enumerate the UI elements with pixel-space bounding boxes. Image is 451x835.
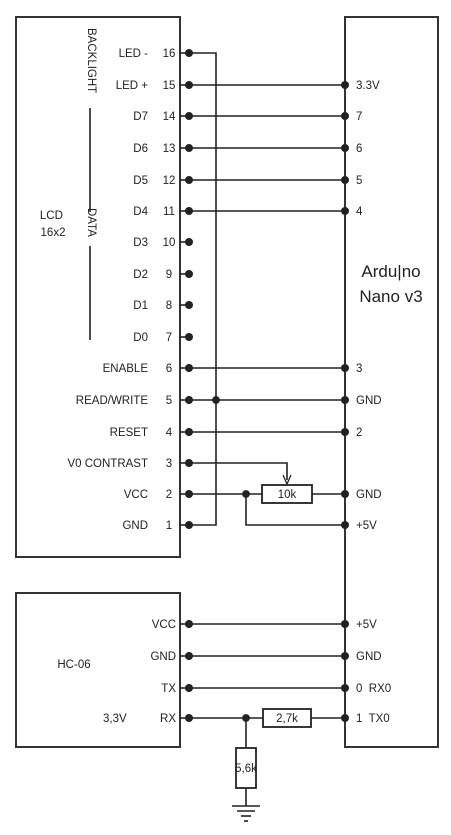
hc06-pin-label: RX <box>160 713 176 725</box>
lcd-pin-terminal <box>185 333 194 342</box>
hc06-pin-label: VCC <box>152 619 176 631</box>
hc06-pin-label: GND <box>150 651 176 663</box>
arduino-pin-label: 6 <box>356 143 362 155</box>
wires <box>189 52 345 806</box>
arduino-nano-box <box>344 16 439 748</box>
wire-vcc-5v <box>245 494 345 526</box>
lcd-pin-label: D3 <box>133 237 148 249</box>
lcd-pin-label: D2 <box>133 269 148 281</box>
arduino-pin-label: GND <box>356 395 382 407</box>
lcd-pin-number: 1 <box>166 520 172 532</box>
lcd-pin-number: 15 <box>163 80 176 92</box>
lcd-module-box <box>15 16 181 558</box>
lcd-pin-label: D0 <box>133 332 148 344</box>
hc06-pin-group: VCC GND TX RX <box>150 619 194 725</box>
lcd-pin-number: 5 <box>166 395 172 407</box>
arduino-pin-label: 3 <box>356 363 362 375</box>
lcd-pin-label: READ/WRITE <box>76 395 149 407</box>
junction-dot-vcc <box>242 490 250 498</box>
arduino-name-line1: Ardu|no <box>361 262 420 281</box>
hc06-module-box <box>15 592 181 748</box>
arduino-pin-label: 7 <box>356 111 362 123</box>
lcd-pin-number: 7 <box>166 332 172 344</box>
resistor-2k7-label: 2,7k <box>276 713 298 725</box>
lcd-pin-number: 10 <box>163 237 176 249</box>
lcd-pin-label: GND <box>122 520 148 532</box>
arduino-pin-label: 5 <box>356 175 362 187</box>
lcd-pin-number: 11 <box>163 206 175 218</box>
lcd-pin-label: VCC <box>124 489 148 501</box>
lcd-pin-label: D4 <box>133 206 148 218</box>
hc06-rx-level: 3,3V <box>103 713 127 725</box>
lcd-pin-label: D6 <box>133 143 148 155</box>
lcd-pin-number: 12 <box>163 175 176 187</box>
junction-dot-divider <box>242 714 250 722</box>
arduino-pin-label: 3.3V <box>356 80 380 92</box>
lcd-pin-label: LED - <box>119 48 149 60</box>
lcd-pin-label: ENABLE <box>103 363 149 375</box>
lcd-name: LCD 16x2 <box>40 210 66 239</box>
arduino-pin-label: +5V <box>356 520 377 532</box>
lcd-pin-label: D7 <box>133 111 148 123</box>
lcd-pin-terminal <box>185 238 194 247</box>
lcd-pin-number: 6 <box>166 363 172 375</box>
lcd-pin-label: RESET <box>110 427 148 439</box>
lcd-pin-label: V0 CONTRAST <box>67 458 148 470</box>
wire-contrast-wiper <box>189 462 288 480</box>
wire-led-minus-to-gnd <box>189 52 217 526</box>
lcd-pin-number: 16 <box>163 48 176 60</box>
lcd-pin-label: LED + <box>116 80 149 92</box>
hc06-name: HC-06 <box>57 659 90 671</box>
pot-10k <box>261 484 313 504</box>
lcd-pin-number: 9 <box>166 269 172 281</box>
lcd-pin-label: D5 <box>133 175 148 187</box>
resistor-5k6-label: 5,6k <box>235 763 257 775</box>
arduino-pin-label: 0 RX0 <box>356 683 391 695</box>
arduino-pin-label: 4 <box>356 206 363 218</box>
lcd-pin-number: 8 <box>166 300 172 312</box>
lcd-pin-number: 14 <box>163 111 176 123</box>
ground-icon <box>232 805 260 822</box>
arduino-pin-label: 1 TX0 <box>356 713 390 725</box>
arduino-pin-label: 2 <box>356 427 362 439</box>
lcd-pin-number: 13 <box>163 143 176 155</box>
arduino-pin-label: GND <box>356 651 382 663</box>
resistor-5k6 <box>235 747 257 789</box>
lcd-pin-terminal <box>185 270 194 279</box>
junction-dot-rw-gnd <box>212 396 220 404</box>
hc06-pin-label: TX <box>161 683 176 695</box>
backlight-group-label: BACKLIGHT <box>85 28 97 93</box>
pot-wiper-arrow <box>282 474 292 486</box>
lcd-pin-number: 3 <box>166 458 172 470</box>
lcd-pin-number: 4 <box>166 427 173 439</box>
resistor-2k7 <box>262 708 312 728</box>
lcd-pin-terminal <box>185 301 194 310</box>
arduino-name-line2: Nano v3 <box>359 287 422 306</box>
lcd-pin-number: 2 <box>166 489 172 501</box>
pot-10k-label: 10k <box>278 489 297 501</box>
lcd-pin-label: D1 <box>133 300 148 312</box>
data-group-label: DATA <box>85 208 97 237</box>
arduino-pin-label: GND <box>356 489 382 501</box>
arduino-pin-label: +5V <box>356 619 377 631</box>
